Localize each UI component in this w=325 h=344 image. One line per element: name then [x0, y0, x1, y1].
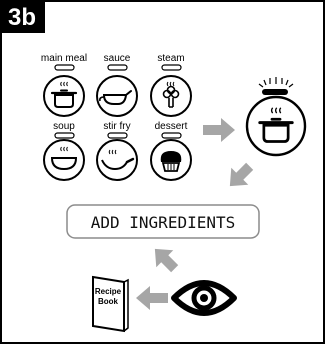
recipe-book-icon: Recipe Book	[92, 275, 129, 333]
indicator-glow-icon	[258, 77, 294, 88]
arrow-up-left-icon	[154, 248, 179, 273]
recipe-book-line1: Recipe	[95, 287, 122, 296]
selected-program-button	[245, 95, 307, 157]
program-label: main meal	[41, 53, 87, 64]
program-label: dessert	[155, 121, 188, 132]
wok-icon	[100, 148, 135, 171]
pot-icon	[258, 106, 294, 143]
program-dessert: dessert	[150, 121, 192, 181]
step-number: 3b	[8, 4, 36, 31]
program-button	[150, 75, 192, 117]
program-grid: main meal sauce steam soup stir fry	[41, 53, 192, 181]
program-button	[43, 139, 85, 181]
arrow-right-icon	[203, 118, 235, 142]
program-soup: soup	[43, 121, 85, 181]
program-steam: steam	[150, 53, 192, 117]
step-badge: 3b	[0, 0, 45, 33]
program-indicator-light	[54, 132, 75, 139]
gravy-boat-icon	[98, 90, 132, 105]
program-label: soup	[53, 121, 75, 132]
program-indicator-light	[161, 132, 182, 139]
recipe-book-line2: Book	[98, 297, 119, 306]
program-main-meal: main meal	[41, 53, 87, 117]
program-button	[150, 139, 192, 181]
program-label: steam	[157, 53, 184, 64]
display-text: ADD INGREDIENTS	[91, 213, 236, 232]
program-button	[96, 75, 138, 117]
eye-icon	[171, 280, 237, 316]
cupcake-icon	[159, 150, 183, 172]
flow-arrows	[136, 118, 254, 310]
program-stir-fry: stir fry	[96, 121, 138, 181]
program-indicator-light	[161, 64, 182, 71]
program-label: stir fry	[103, 121, 130, 132]
program-button	[96, 139, 138, 181]
program-indicator-light	[107, 64, 128, 71]
pot-icon	[50, 80, 78, 109]
lit-indicator-light	[262, 89, 288, 95]
display-panel: ADD INGREDIENTS	[66, 204, 260, 239]
arrow-down-left-icon	[229, 162, 254, 187]
soup-bowl-icon	[51, 146, 77, 170]
steam-vegetable-icon	[162, 81, 180, 108]
program-sauce: sauce	[96, 53, 138, 117]
arrow-left-icon	[136, 286, 168, 310]
program-button	[43, 75, 85, 117]
program-indicator-light	[54, 64, 75, 71]
program-indicator-light	[107, 132, 128, 139]
selected-program	[245, 77, 307, 157]
program-label: sauce	[104, 53, 131, 64]
